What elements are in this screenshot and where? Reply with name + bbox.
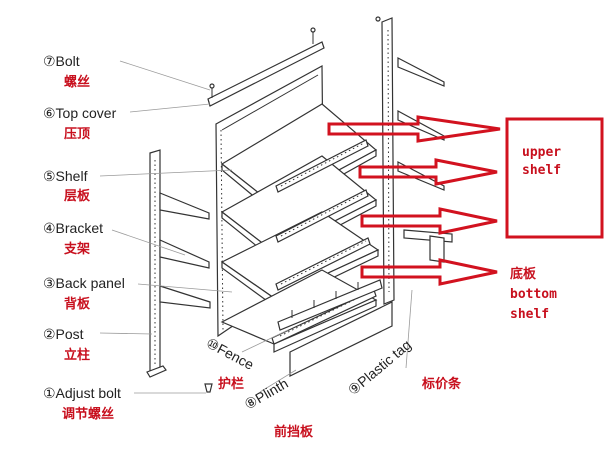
label-adjust-bolt-cn: 调节螺丝	[62, 406, 114, 422]
annotation-labels: upper shelf 底板 bottom shelf	[510, 145, 561, 322]
label-plinth-en: ⑧Plinth	[242, 375, 291, 413]
label-top-cover-en: ⑥Top cover	[43, 105, 117, 121]
right-post	[381, 17, 395, 305]
leader-lines	[99, 60, 413, 394]
plastic-tag-part	[403, 229, 453, 263]
label-back-panel-cn: 背板	[64, 296, 91, 312]
upper-shelf-box	[505, 117, 604, 239]
label-post-cn: 立柱	[64, 347, 90, 363]
shelf-fences	[271, 139, 377, 345]
left-post	[146, 149, 167, 378]
label-bolt-cn: 螺丝	[64, 74, 90, 90]
red-arrows	[327, 115, 604, 286]
fence-part	[277, 279, 383, 331]
label-fence-cn: 护栏	[218, 376, 244, 392]
bolt-part	[209, 16, 381, 98]
upper-shelf-line2: shelf	[522, 163, 561, 178]
arrow-upper-2	[358, 158, 498, 186]
label-shelf-en: ⑤Shelf	[43, 168, 88, 184]
left-brackets	[159, 192, 211, 309]
upper-shelf-line1: upper	[522, 145, 561, 160]
label-bracket-cn: 支架	[63, 241, 90, 257]
arrow-upper-1	[327, 115, 501, 143]
bottom-shelf-line2: bottom	[510, 287, 557, 302]
label-plastic-tag-cn: 标价条	[421, 376, 462, 392]
shelves	[220, 103, 380, 353]
label-post-en: ②Post	[43, 326, 84, 342]
adjust-bolt-part	[204, 383, 213, 393]
arrow-upper-3	[360, 207, 498, 235]
label-adjust-bolt-en: ①Adjust bolt	[43, 385, 121, 401]
label-bracket-en: ④Bracket	[43, 220, 103, 236]
bottom-shelf-line3: shelf	[510, 307, 549, 322]
label-top-cover-cn: 压顶	[64, 127, 90, 142]
label-fence-en: ⑩Fence	[204, 335, 257, 373]
plinth-part	[289, 301, 393, 377]
label-bolt-en: ⑦Bolt	[43, 53, 80, 69]
arrow-bottom	[360, 258, 498, 286]
label-shelf-cn: 层板	[64, 188, 91, 204]
bottom-shelf-line1: 底板	[510, 266, 537, 282]
label-back-panel-en: ③Back panel	[43, 275, 125, 291]
label-plinth-cn: 前挡板	[274, 424, 314, 440]
label-plastic-tag-en: ⑨Plastic tag	[345, 336, 414, 398]
